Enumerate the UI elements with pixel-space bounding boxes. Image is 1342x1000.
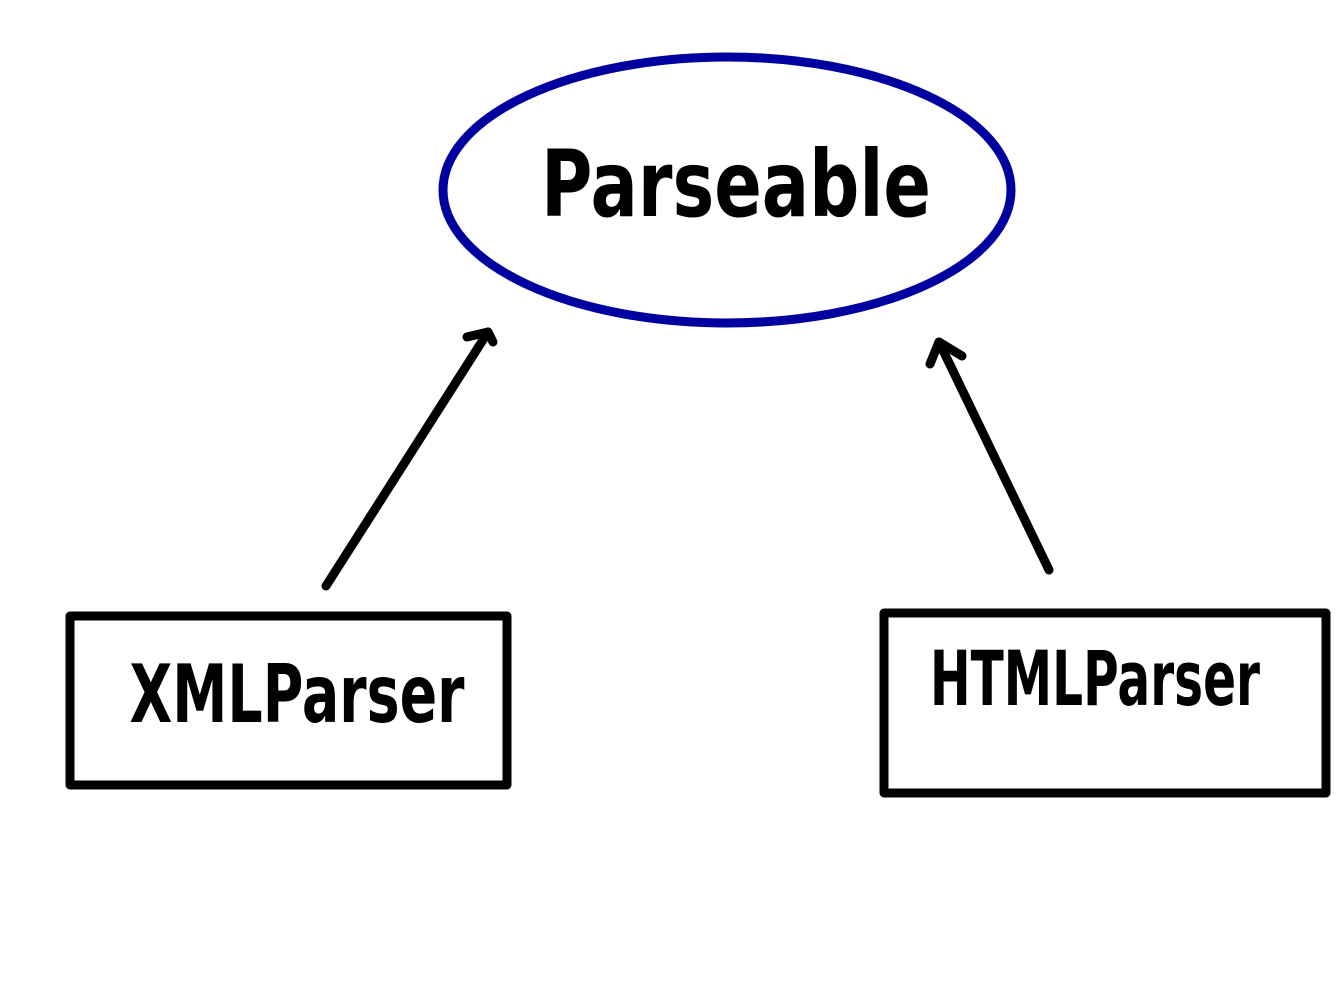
arrow-shaft (934, 337, 1054, 575)
inheritance-arrow-right (925, 337, 1054, 575)
inheritance-arrow-left (321, 327, 498, 591)
arrow-shaft (321, 327, 493, 591)
class-node-htmlparser: HTMLParser (879, 608, 1331, 798)
interface-node: Parseable (438, 52, 1016, 328)
arrowhead-icon (925, 337, 967, 369)
class-box (65, 611, 512, 790)
class-node-xmlparser: XMLParser (65, 611, 512, 790)
class-label: XMLParser (130, 648, 465, 741)
interface-ellipse (438, 52, 1016, 328)
class-box (879, 608, 1331, 798)
class-label: HTMLParser (930, 634, 1260, 723)
interface-label: Parseable (541, 131, 931, 238)
arrowhead-icon (462, 327, 498, 347)
